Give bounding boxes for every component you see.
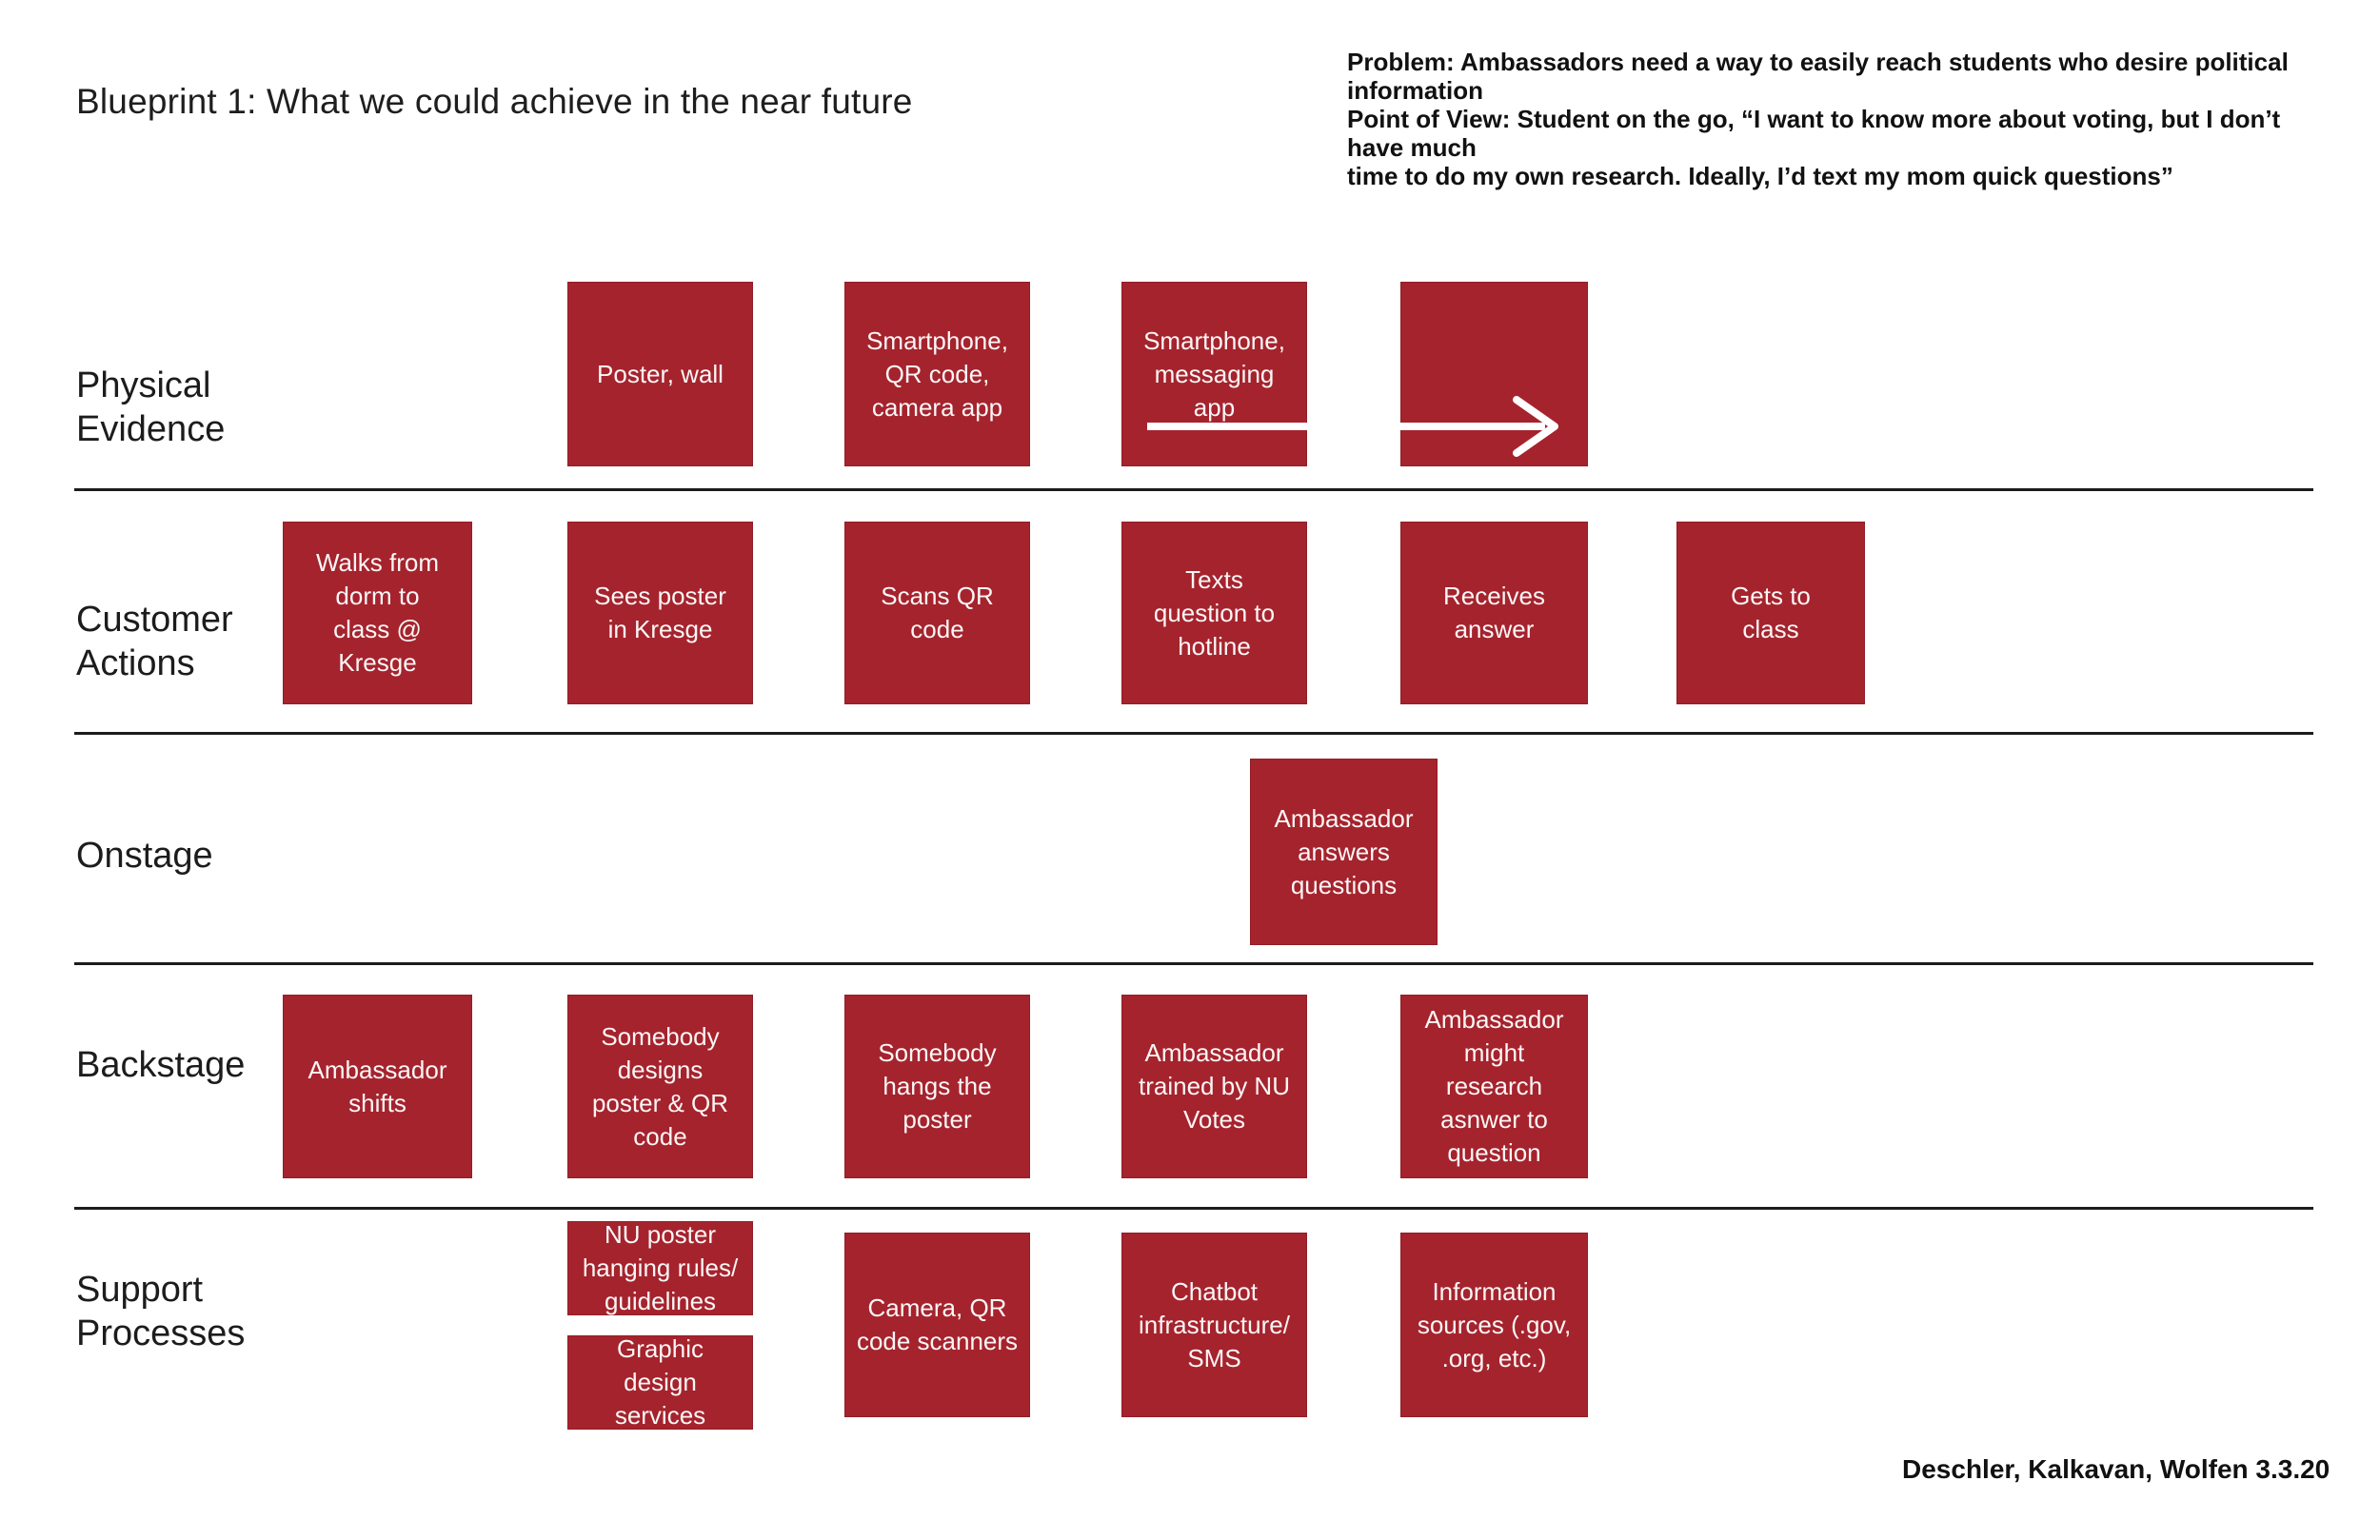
box-ambassador-answers: Ambassador answers questions [1250, 759, 1438, 945]
flow-arrow-icon [1147, 396, 1558, 457]
box-nu-poster-rules: NU poster hanging rules/ guidelines [567, 1220, 753, 1315]
problem-statement: Problem: Ambassadors need a way to easil… [1347, 48, 2289, 190]
box-texts-question: Texts question to hotline [1121, 522, 1307, 704]
row-label-physical-evidence: Physical Evidence [76, 365, 226, 449]
credit-text: Deschler, Kalkavan, Wolfen 3.3.20 [1902, 1454, 2330, 1484]
box-graphic-design: Graphic design services [567, 1334, 753, 1430]
row-label-support-processes: Support Processes [76, 1270, 246, 1353]
row-label-customer-actions: Customer Actions [76, 600, 233, 683]
row-label-backstage: Backstage [76, 1045, 246, 1085]
box-arrow-placeholder [1400, 282, 1588, 466]
box-smartphone-qr-camera: Smartphone, QR code, camera app [844, 282, 1030, 466]
row-separator-4 [74, 1207, 2313, 1210]
row-separator-3 [74, 962, 2313, 965]
box-somebody-designs-poster: Somebody designs poster & QR code [567, 995, 753, 1178]
box-smartphone-messaging: Smartphone, messaging app [1121, 282, 1307, 466]
box-receives-answer: Receives answer [1400, 522, 1588, 704]
row-separator-1 [74, 488, 2313, 491]
box-scans-qr-code: Scans QR code [844, 522, 1030, 704]
box-poster-wall: Poster, wall [567, 282, 753, 466]
box-ambassador-research: Ambassador might research asnwer to ques… [1400, 995, 1588, 1178]
box-gets-to-class: Gets to class [1676, 522, 1865, 704]
box-sees-poster: Sees poster in Kresge [567, 522, 753, 704]
box-information-sources: Information sources (.gov, .org, etc.) [1400, 1233, 1588, 1417]
row-label-onstage: Onstage [76, 836, 213, 876]
box-camera-scanners: Camera, QR code scanners [844, 1233, 1030, 1417]
box-somebody-hangs-poster: Somebody hangs the poster [844, 995, 1030, 1178]
box-walks-from-dorm: Walks from dorm to class @ Kresge [283, 522, 472, 704]
box-ambassador-shifts: Ambassador shifts [283, 995, 472, 1178]
row-separator-2 [74, 732, 2313, 735]
page-title: Blueprint 1: What we could achieve in th… [76, 82, 913, 121]
box-ambassador-trained: Ambassador trained by NU Votes [1121, 995, 1307, 1178]
box-chatbot-sms: Chatbot infrastructure/ SMS [1121, 1233, 1307, 1417]
